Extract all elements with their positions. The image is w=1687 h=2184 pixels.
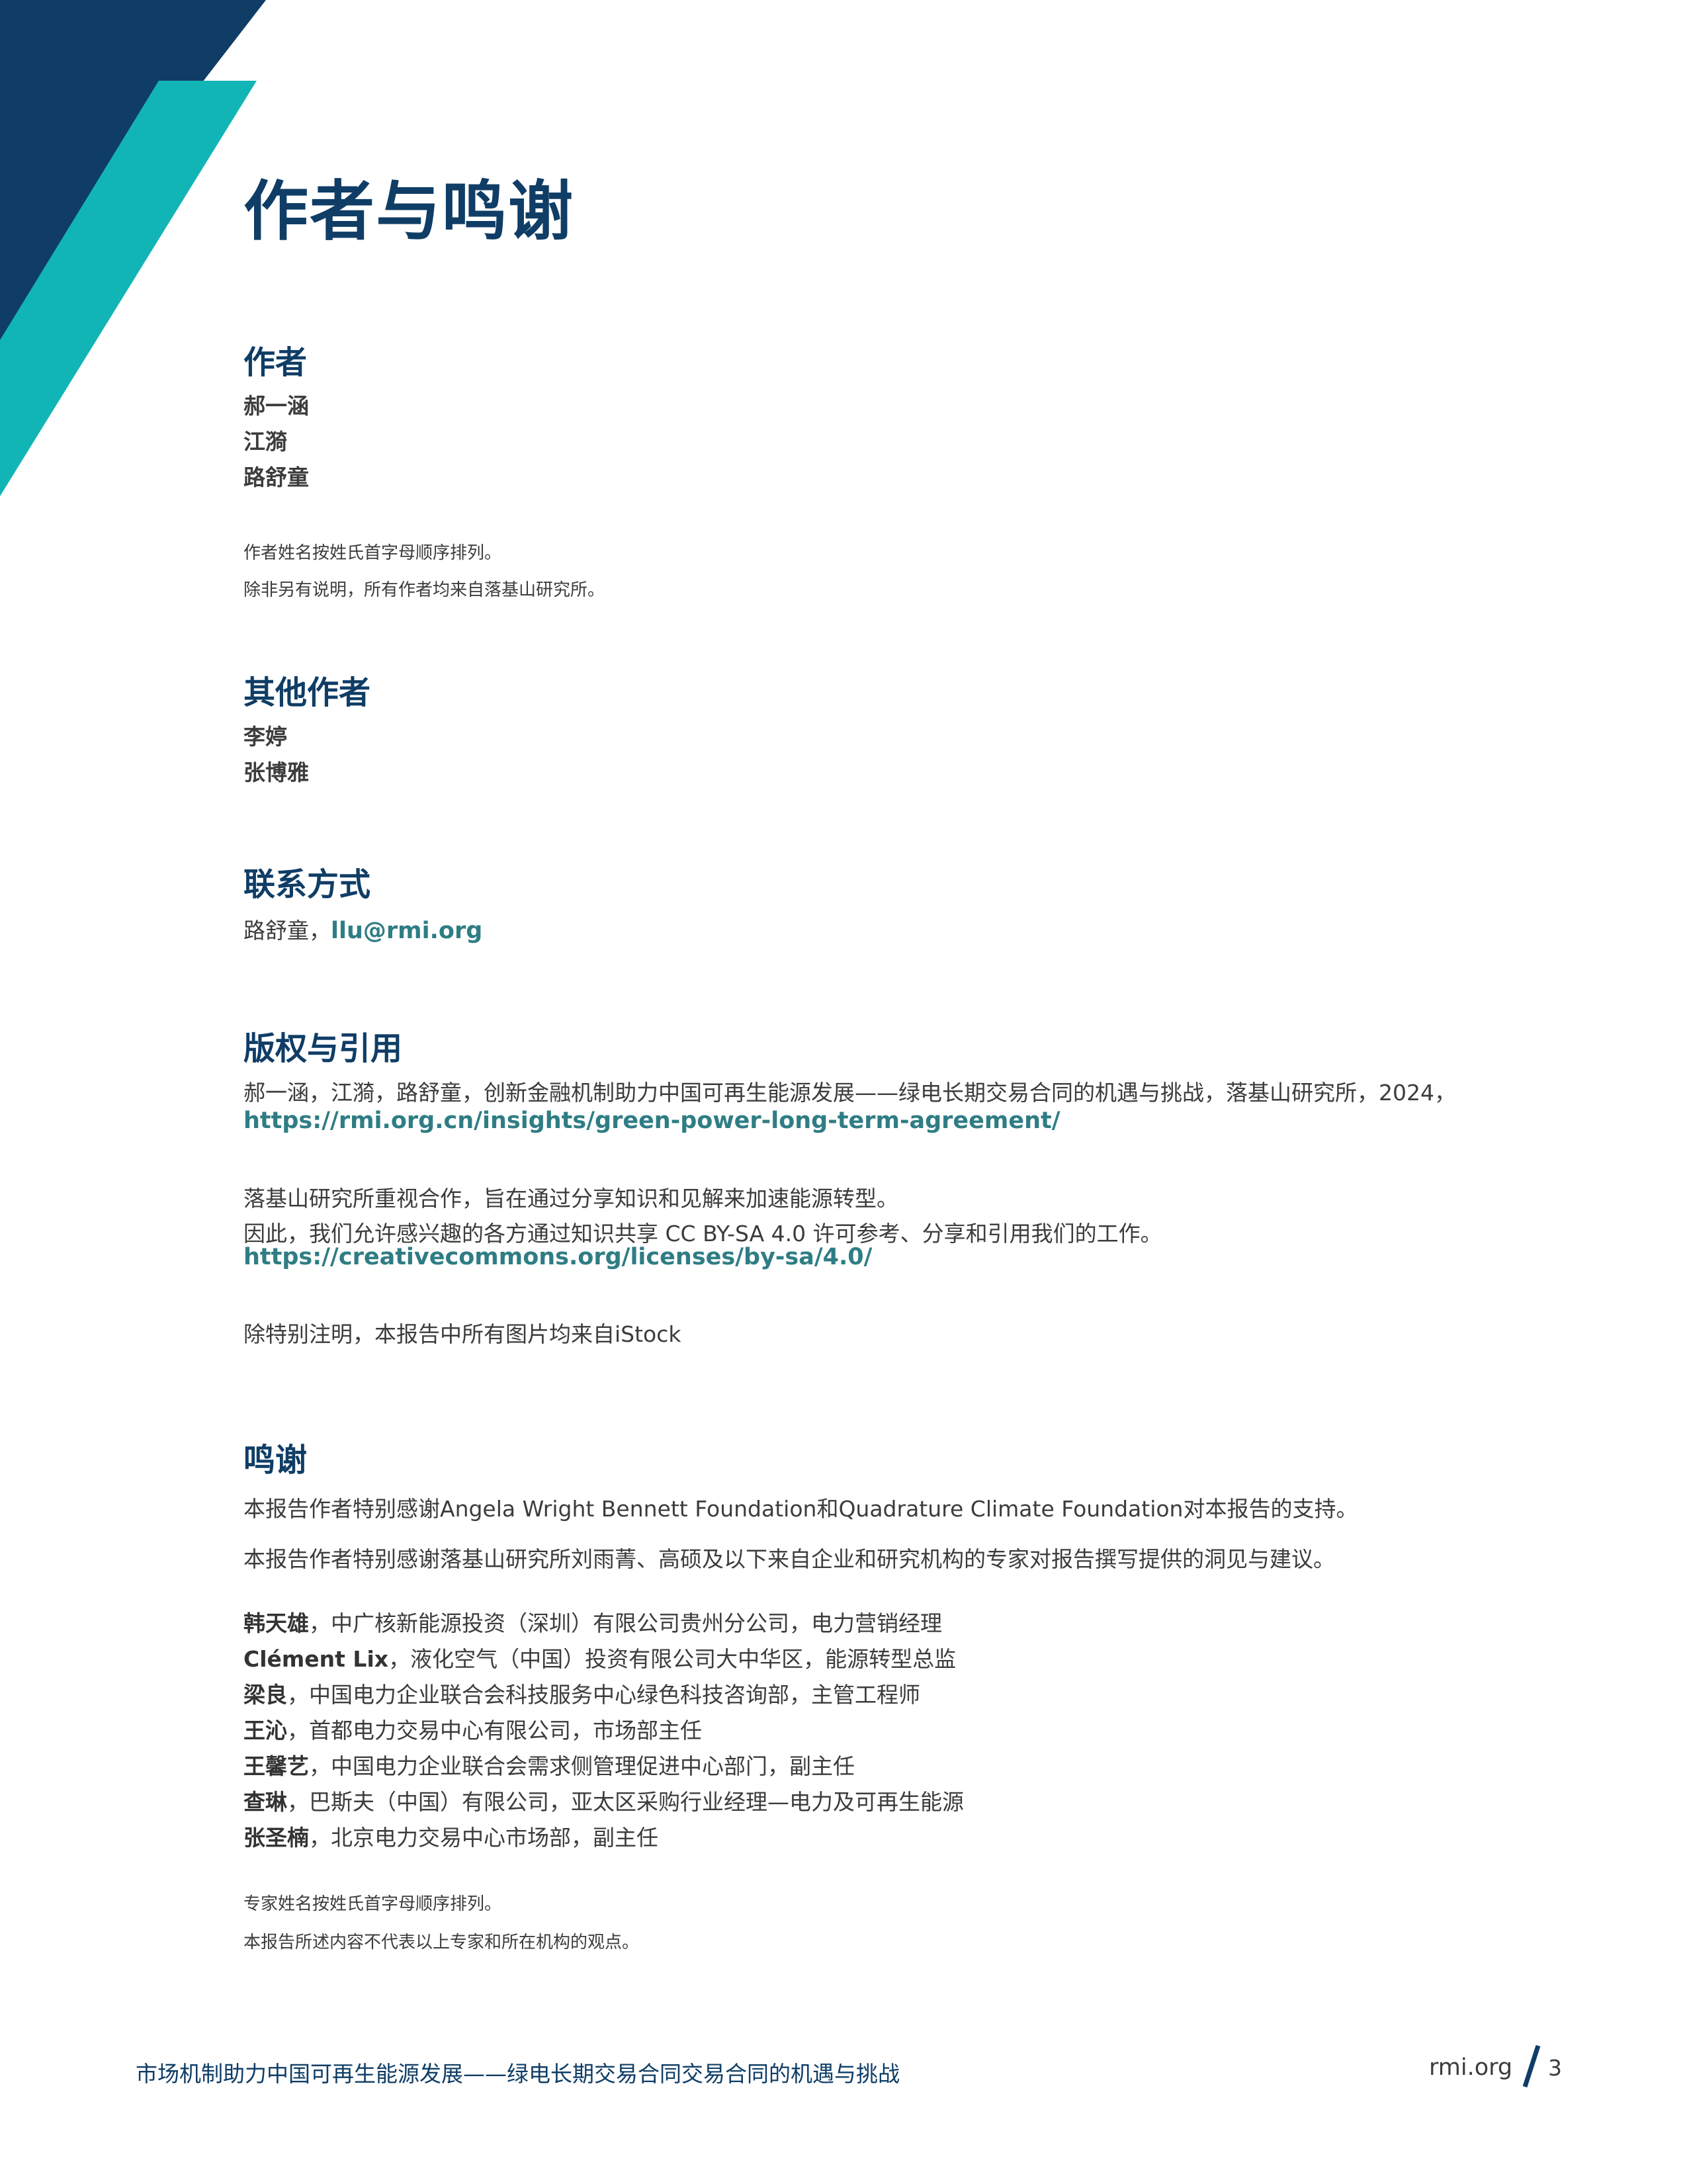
expert-row: 王馨艺，中国电力企业联合会需求侧管理促进中心部门，副主任: [243, 1749, 964, 1784]
corner-teal-shape: [0, 81, 257, 496]
author-name: 江漪: [243, 429, 287, 455]
other-authors-list: 李婷 张博雅: [243, 719, 309, 791]
citation-link[interactable]: https://rmi.org.cn/insights/green-power-…: [243, 1108, 1060, 1134]
corner-decoration: [0, 0, 266, 496]
authors-heading: 作者: [243, 344, 308, 381]
expert-note-order: 专家姓名按姓氏首字母顺序排列。: [243, 1894, 502, 1914]
expert-row: 查琳，巴斯夫（中国）有限公司，亚太区采购行业经理—电力及可再生能源: [243, 1784, 964, 1820]
license-link[interactable]: https://creativecommons.org/licenses/by-…: [243, 1244, 873, 1270]
author-name: 路舒童: [243, 464, 309, 490]
contact-line: 路舒童，llu@rmi.org: [243, 913, 482, 945]
other-authors-heading: 其他作者: [243, 674, 371, 711]
page-number: 3: [1548, 2055, 1562, 2081]
expert-desc: ，中国电力企业联合会科技服务中心绿色科技咨询部，主管工程师: [287, 1682, 920, 1708]
footer-report-title: 市场机制助力中国可再生能源发展——绿电长期交易合同交易合同的机遇与挑战: [136, 2061, 900, 2087]
expert-row: 梁良，中国电力企业联合会科技服务中心绿色科技咨询部，主管工程师: [243, 1677, 964, 1713]
expert-row: Clément Lix，液化空气（中国）投资有限公司大中华区，能源转型总监: [243, 1641, 964, 1677]
contact-name: 路舒童，: [243, 918, 331, 943]
expert-desc: ，中广核新能源投资（深圳）有限公司贵州分公司，电力营销经理: [309, 1610, 942, 1636]
expert-note-disclaimer: 本报告所述内容不代表以上专家和所在机构的观点。: [243, 1933, 640, 1952]
expert-desc: ，中国电力企业联合会需求侧管理促进中心部门，副主任: [309, 1753, 855, 1779]
other-author-name: 张博雅: [243, 760, 309, 785]
expert-list: 韩天雄，中广核新能源投资（深圳）有限公司贵州分公司，电力营销经理 Clément…: [243, 1606, 964, 1856]
expert-row: 张圣楠，北京电力交易中心市场部，副主任: [243, 1820, 964, 1856]
citation-text: 郝一涵，江漪，路舒童，创新金融机制助力中国可再生能源发展——绿电长期交易合同的机…: [243, 1080, 1456, 1106]
copyright-heading: 版权与引用: [243, 1030, 403, 1067]
expert-name: 梁良: [243, 1682, 287, 1708]
expert-desc: ，巴斯夫（中国）有限公司，亚太区采购行业经理—电力及可再生能源: [287, 1789, 964, 1815]
expert-name: 王馨艺: [243, 1753, 309, 1779]
license-line-1: 落基山研究所重视合作，旨在通过分享知识和见解来加速能源转型。: [243, 1186, 898, 1211]
expert-name: 王沁: [243, 1718, 287, 1743]
authors-list: 郝一涵 江漪 路舒童: [243, 388, 309, 496]
expert-name: 韩天雄: [243, 1610, 309, 1636]
expert-desc: ，液化空气（中国）投资有限公司大中华区，能源转型总监: [388, 1646, 957, 1672]
expert-row: 王沁，首都电力交易中心有限公司，市场部主任: [243, 1713, 964, 1749]
other-author-name: 李婷: [243, 724, 287, 750]
ack-paragraph-2: 本报告作者特别感谢落基山研究所刘雨菁、高硕及以下来自企业和研究机构的专家对报告撰…: [243, 1546, 1335, 1572]
page-title: 作者与鸣谢: [243, 174, 575, 249]
contact-heading: 联系方式: [243, 866, 371, 903]
author-name: 郝一涵: [243, 393, 309, 419]
authors-note-affiliation: 除非另有说明，所有作者均来自落基山研究所。: [243, 580, 605, 600]
acknowledgements-heading: 鸣谢: [243, 1442, 308, 1479]
contact-email-link[interactable]: llu@rmi.org: [331, 918, 483, 944]
expert-name: Clément Lix: [243, 1646, 389, 1672]
image-credit-note: 除特别注明，本报告中所有图片均来自iStock: [243, 1321, 681, 1347]
license-line-2: 因此，我们允许感兴趣的各方通过知识共享 CC BY-SA 4.0 许可参考、分享…: [243, 1221, 1162, 1246]
ack-paragraph-1: 本报告作者特别感谢Angela Wright Bennett Foundatio…: [243, 1496, 1358, 1522]
expert-name: 查琳: [243, 1789, 287, 1815]
expert-desc: ，北京电力交易中心市场部，副主任: [309, 1825, 658, 1851]
expert-name: 张圣楠: [243, 1825, 309, 1851]
slash-divider-icon: [1522, 2044, 1541, 2088]
expert-desc: ，首都电力交易中心有限公司，市场部主任: [287, 1718, 702, 1743]
footer-site-link[interactable]: rmi.org: [1429, 2054, 1513, 2081]
expert-row: 韩天雄，中广核新能源投资（深圳）有限公司贵州分公司，电力营销经理: [243, 1606, 964, 1641]
authors-note-order: 作者姓名按姓氏首字母顺序排列。: [243, 543, 502, 563]
